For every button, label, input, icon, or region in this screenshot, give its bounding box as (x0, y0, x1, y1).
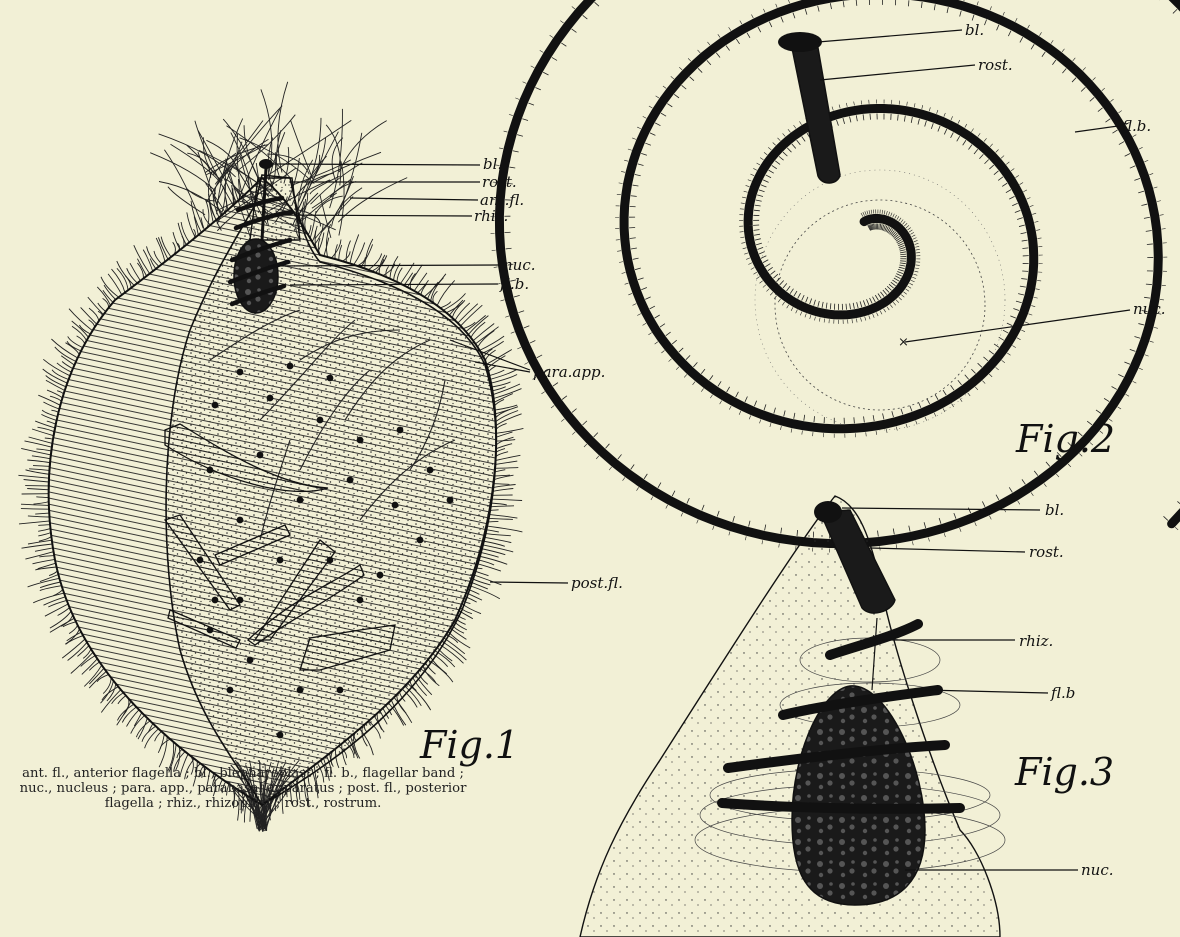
fig3-label-rost: rost. (1029, 543, 1064, 561)
fig1-label-post-fl: post.fl. (571, 574, 623, 592)
fig2-label-nuc: nuc. (1133, 300, 1166, 318)
rostrum (250, 178, 300, 240)
figure-2-annotations: bl. rost. fl.b. nuc. Fig.2 (818, 21, 1166, 461)
fig2-label-rost: rost. (978, 56, 1013, 74)
fig2-label-fl-b: fl.b. (1121, 117, 1151, 135)
figure-2-drawing: × (490, 0, 1180, 553)
figure-1-drawing (18, 82, 523, 832)
fig2-title: Fig.2 (1015, 417, 1115, 461)
fig1-title: Fig.1 (419, 723, 519, 767)
figure-legend: ant. fl., anterior flagella ; bl., bleph… (18, 766, 468, 811)
svg-text:×: × (898, 335, 909, 350)
blepharoplast (778, 32, 822, 52)
fig3-label-fl-b: fl.b (1050, 684, 1075, 702)
fig2-label-bl: bl. (965, 21, 984, 39)
fig3-title: Fig.3 (1014, 750, 1114, 794)
flagellar-band-spiral (490, 0, 1180, 553)
fig3-label-bl: bl. (1045, 501, 1064, 519)
blepharoplast (814, 501, 842, 523)
figure-3-drawing: × (580, 496, 1005, 937)
blepharoplast (259, 159, 273, 169)
fig3-label-nuc: nuc. (1081, 861, 1114, 879)
fig3-label-rhiz: rhiz. (1019, 632, 1053, 650)
